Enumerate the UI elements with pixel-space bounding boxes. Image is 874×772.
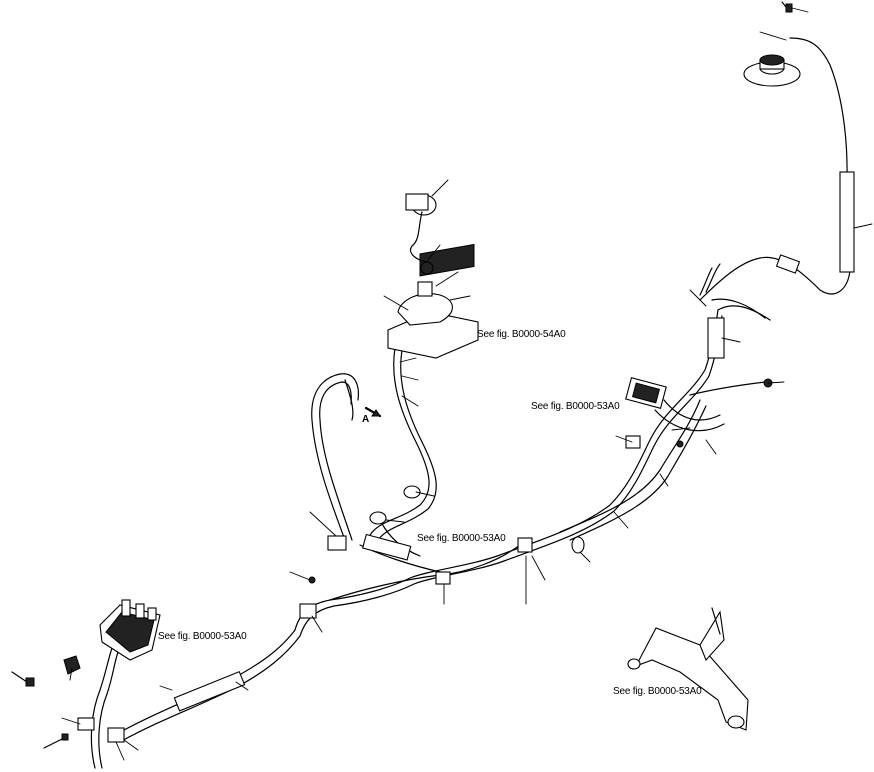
reference-label: See fig. B0000-54A0 bbox=[477, 329, 566, 340]
reference-label: See fig. B0000-53A0 bbox=[531, 401, 620, 412]
connector-block bbox=[625, 317, 725, 409]
view-arrow bbox=[364, 406, 382, 418]
antenna-base bbox=[743, 54, 801, 87]
harness-clamps bbox=[173, 378, 773, 712]
mounting-bracket bbox=[627, 607, 749, 731]
protector-tube bbox=[839, 171, 855, 273]
view-marker-label: A bbox=[362, 414, 370, 425]
reference-label: See fig. B0000-53A0 bbox=[158, 631, 247, 642]
small-parts bbox=[11, 655, 125, 749]
bolt bbox=[781, 1, 793, 13]
right-branch bbox=[654, 37, 851, 432]
reference-label: See fig. B0000-53A0 bbox=[613, 686, 702, 697]
clip bbox=[775, 254, 801, 274]
reference-label: See fig. B0000-53A0 bbox=[417, 533, 506, 544]
center-branch bbox=[369, 347, 437, 557]
leader-lines bbox=[61, 7, 873, 761]
switch-box bbox=[387, 193, 479, 359]
relay-box bbox=[99, 599, 161, 661]
